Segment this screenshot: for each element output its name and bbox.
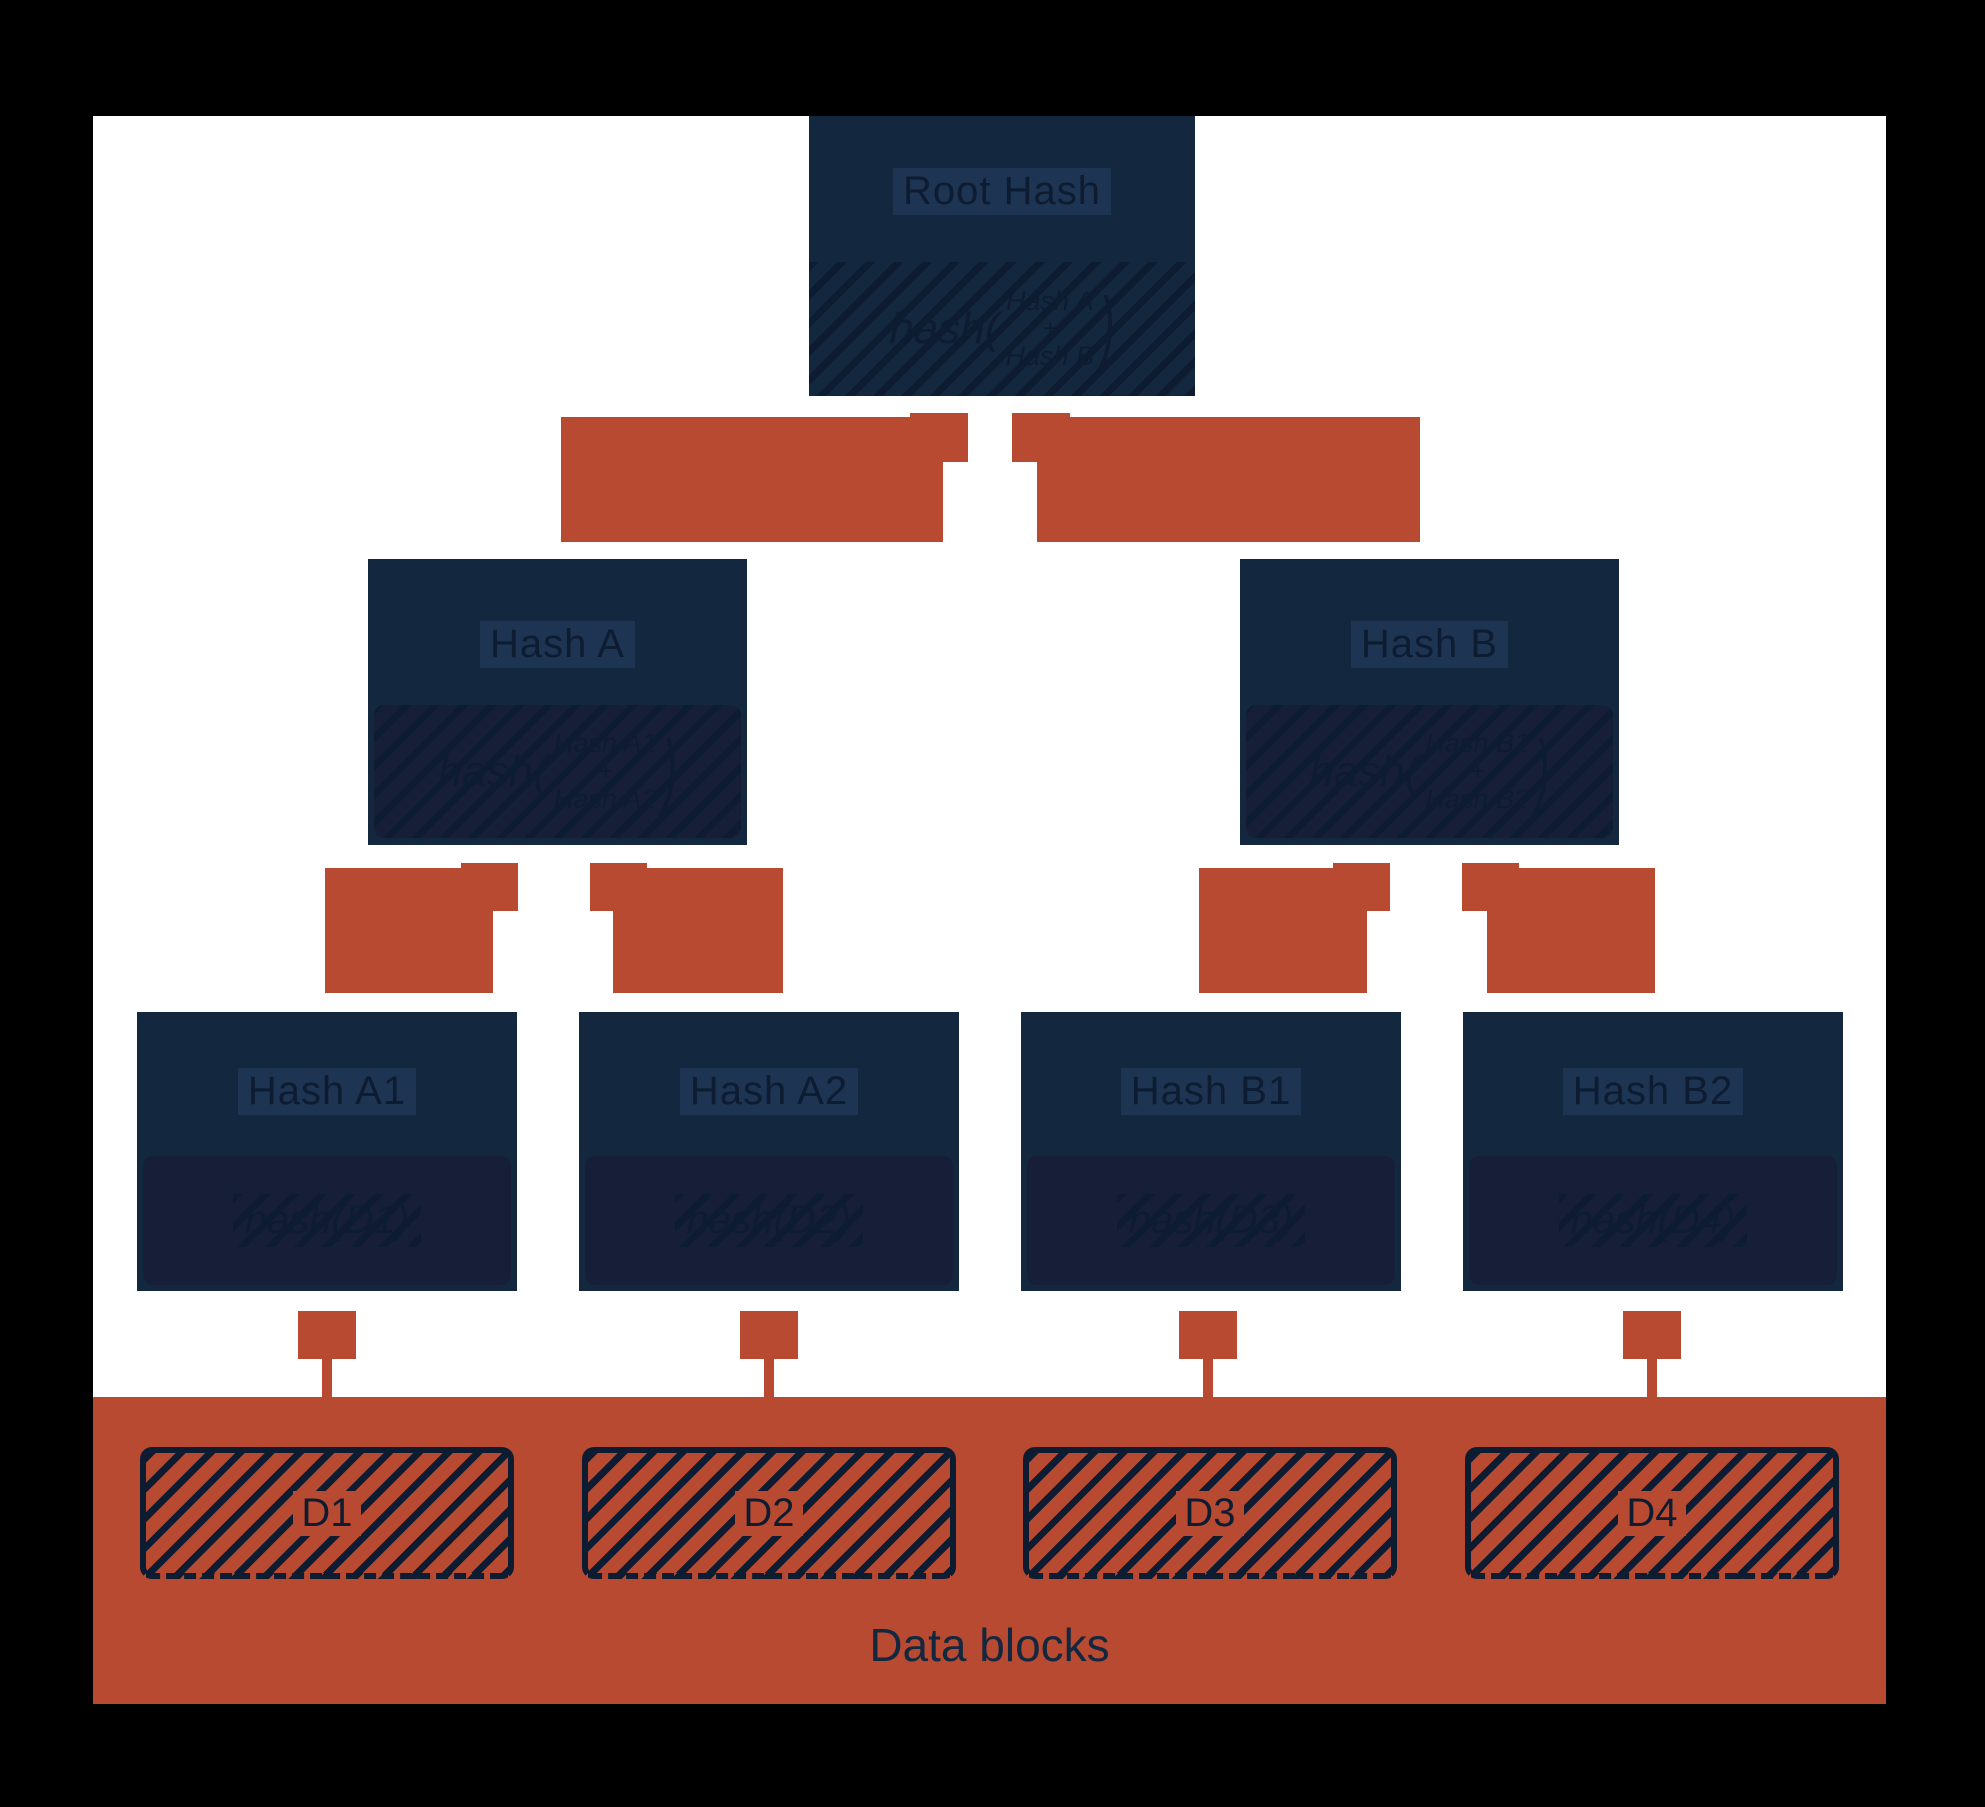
data-block-label: D3	[1176, 1490, 1244, 1536]
formula-suffix: )	[662, 724, 678, 818]
hash-b-band: hash( Hash B1 + Hash B2 )	[1246, 705, 1613, 838]
hash-a-band: hash( Hash A1 + Hash A2 )	[374, 705, 741, 838]
hash-b-formula: hash( Hash B1 + Hash B2 )	[1246, 705, 1613, 838]
formula-suffix: )	[1534, 724, 1550, 818]
root-hash-formula: hash( Hash A + Hash B )	[809, 262, 1195, 396]
leaf-formula: hash(D3)	[1116, 1194, 1306, 1247]
data-block-d3: D3	[1023, 1447, 1397, 1579]
formula-bottom: Hash A2	[553, 783, 657, 814]
formula-stack: Hash A1 + Hash A2	[554, 728, 657, 814]
leaf-formula: hash(D1)	[232, 1194, 422, 1247]
hash-b1-title: Hash B1	[1021, 1068, 1401, 1115]
leaf-formula: hash(D4)	[1558, 1194, 1748, 1247]
formula-top: Hash A1	[553, 728, 657, 759]
data-block-d1: D1	[140, 1447, 514, 1579]
hash-b1-node: Hash B1 hash(D3)	[1021, 1012, 1401, 1291]
hash-a-formula: hash( Hash A1 + Hash A2 )	[374, 705, 741, 838]
data-block-label: D4	[1618, 1490, 1686, 1536]
hash-a-title: Hash A	[368, 621, 747, 668]
data-block-d2: D2	[582, 1447, 956, 1579]
hash-a1-formula: hash(D1)	[143, 1156, 511, 1285]
hash-b2-formula: hash(D4)	[1469, 1156, 1837, 1285]
hash-b2-band: hash(D4)	[1469, 1156, 1837, 1285]
data-block-label: D1	[293, 1490, 361, 1536]
data-block-d4: D4	[1465, 1447, 1839, 1579]
hash-b-title: Hash B	[1240, 621, 1619, 668]
hash-a2-band: hash(D2)	[585, 1156, 953, 1285]
formula-bottom: Hash B2	[1425, 783, 1529, 814]
data-block-label: D2	[735, 1490, 803, 1536]
formula-prefix: hash(	[1309, 746, 1420, 796]
formula-bottom: Hash B	[1005, 341, 1094, 371]
hash-a2-formula: hash(D2)	[585, 1156, 953, 1285]
hash-a2-title: Hash A2	[579, 1068, 959, 1115]
root-hash-band: hash( Hash A + Hash B )	[809, 262, 1195, 396]
hash-b-node: Hash B hash( Hash B1 + Hash B2 )	[1240, 559, 1619, 845]
data-blocks-label: Data blocks	[869, 1619, 1110, 1671]
plus-operator: +	[598, 757, 613, 785]
plus-operator: +	[1042, 315, 1057, 342]
formula-prefix: hash(	[889, 304, 1000, 353]
formula-suffix: )	[1099, 281, 1115, 375]
hash-b2-node: Hash B2 hash(D4)	[1463, 1012, 1843, 1291]
hash-b1-formula: hash(D3)	[1027, 1156, 1395, 1285]
formula-top: Hash B1	[1425, 728, 1529, 759]
leaf-formula: hash(D2)	[674, 1194, 864, 1247]
root-hash-title: Root Hash	[809, 168, 1195, 215]
formula-prefix: hash(	[437, 746, 548, 796]
formula-stack: Hash A + Hash B	[1005, 286, 1094, 372]
formula-top: Hash A	[1005, 285, 1094, 316]
hash-a2-node: Hash A2 hash(D2)	[579, 1012, 959, 1291]
hash-b2-title: Hash B2	[1463, 1068, 1843, 1115]
hash-a1-title: Hash A1	[137, 1068, 517, 1115]
formula-stack: Hash B1 + Hash B2	[1425, 728, 1529, 814]
root-hash-node: Root Hash hash( Hash A + Hash B )	[809, 116, 1195, 396]
hash-a1-node: Hash A1 hash(D1)	[137, 1012, 517, 1291]
hash-b1-band: hash(D3)	[1027, 1156, 1395, 1285]
plus-operator: +	[1470, 757, 1485, 785]
hash-a-node: Hash A hash( Hash A1 + Hash A2 )	[368, 559, 747, 845]
hash-a1-band: hash(D1)	[143, 1156, 511, 1285]
